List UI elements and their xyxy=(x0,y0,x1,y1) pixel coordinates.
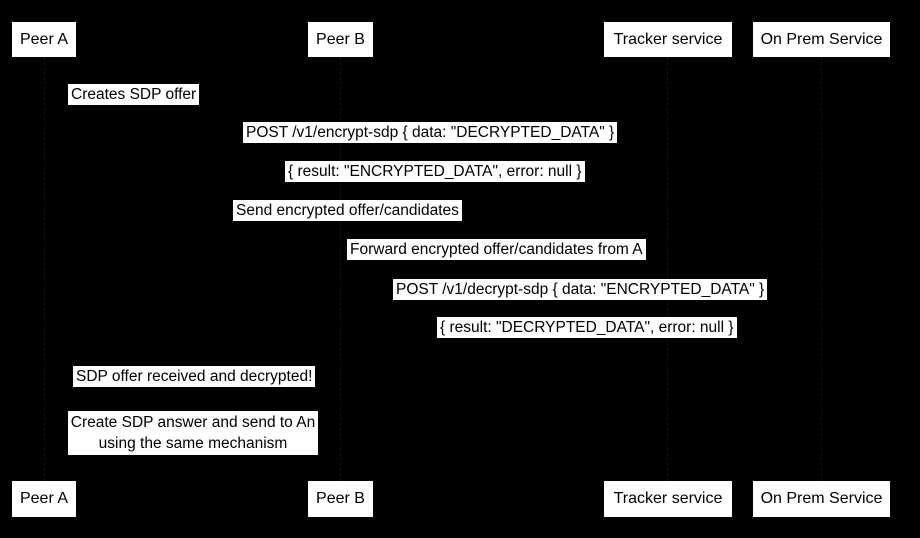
actor-bottom-on-prem-service: On Prem Service xyxy=(753,481,890,517)
actor-top-tracker-service: Tracker service xyxy=(604,22,732,57)
message-forward-encrypted-offer: Forward encrypted offer/candidates from … xyxy=(347,239,646,260)
message-post-encrypt-sdp: POST /v1/encrypt-sdp { data: "DECRYPTED_… xyxy=(243,122,618,143)
message-create-sdp-answer-line-1: Create SDP answer and send to An xyxy=(70,414,316,431)
message-result-decrypted-data: { result: "DECRYPTED_DATA", error: null … xyxy=(437,317,737,338)
actor-top-on-prem-service: On Prem Service xyxy=(753,22,890,57)
lifeline-peer-b xyxy=(340,57,341,481)
actor-bottom-tracker-service: Tracker service xyxy=(604,481,732,517)
message-create-sdp-answer-line-2: using the same mechanism xyxy=(98,435,288,452)
message-creates-sdp-offer: Creates SDP offer xyxy=(68,84,200,105)
message-post-decrypt-sdp: POST /v1/decrypt-sdp { data: "ENCRYPTED_… xyxy=(393,279,768,300)
lifeline-on-prem-service xyxy=(821,57,822,481)
actor-bottom-peer-b: Peer B xyxy=(308,481,373,517)
actor-top-peer-b: Peer B xyxy=(308,22,373,57)
lifeline-tracker-service xyxy=(667,57,668,481)
lifeline-peer-a xyxy=(44,57,45,481)
message-result-encrypted-data: { result: "ENCRYPTED_DATA", error: null … xyxy=(285,161,585,182)
message-send-encrypted-offer: Send encrypted offer/candidates xyxy=(233,200,462,221)
actor-top-peer-a: Peer A xyxy=(12,22,76,57)
message-create-sdp-answer: Create SDP answer and send to An using t… xyxy=(68,411,318,455)
message-sdp-offer-received: SDP offer received and decrypted! xyxy=(73,366,316,387)
actor-bottom-peer-a: Peer A xyxy=(12,481,76,517)
